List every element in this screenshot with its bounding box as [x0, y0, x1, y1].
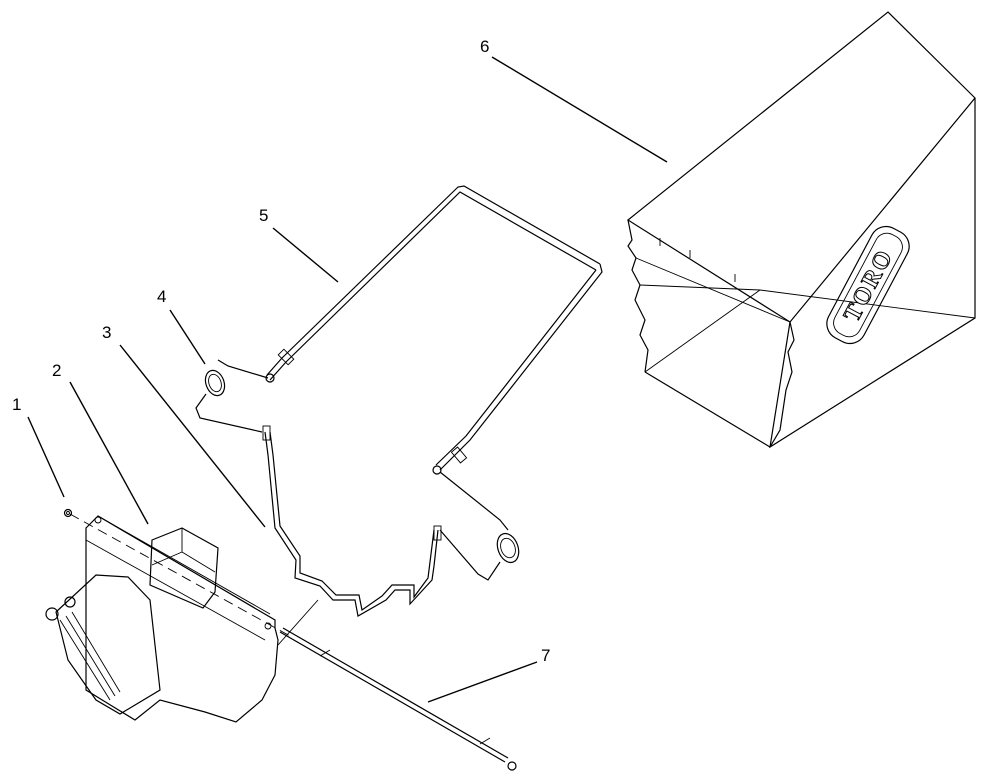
- leader-3: [119, 344, 266, 528]
- part-4-springs: [195, 359, 520, 581]
- leader-lines: [27, 56, 668, 703]
- leader-1: [27, 416, 65, 498]
- part-6-grass-bag: TORO: [626, 11, 976, 449]
- callout-labels: 1 2 3 4 5 6 7: [12, 37, 550, 665]
- part-1-fastener: [63, 508, 73, 518]
- leader-6: [491, 56, 668, 163]
- part-5-frame: [265, 185, 603, 475]
- assembly-line: [277, 599, 319, 646]
- leader-5: [272, 227, 339, 283]
- part-7-rod: [279, 627, 517, 771]
- leader-7: [427, 661, 538, 703]
- part-3-lower-frame: [262, 425, 442, 617]
- callout-1: 1: [12, 395, 21, 414]
- leader-2: [69, 381, 149, 525]
- callout-7: 7: [541, 646, 550, 665]
- callout-6: 6: [480, 37, 489, 56]
- part-2-rear-door: [45, 513, 291, 723]
- callout-3: 3: [102, 323, 111, 342]
- callout-2: 2: [52, 361, 61, 380]
- callout-4: 4: [157, 287, 166, 306]
- toro-logo: TORO: [826, 225, 910, 345]
- leader-4: [169, 309, 206, 365]
- callout-5: 5: [259, 206, 268, 225]
